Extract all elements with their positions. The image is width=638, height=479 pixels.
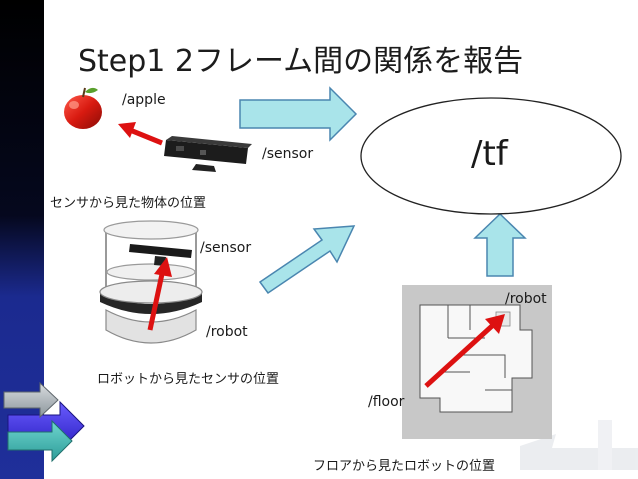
turtlebot-robot-icon (99, 220, 203, 344)
label-sensor-kinect: /sensor (262, 146, 314, 162)
label-floor: /floor (368, 394, 405, 410)
arrow-to-tf-middle (258, 225, 356, 295)
label-sensor-robot: /sensor (200, 240, 252, 256)
label-sensor-from-object: センサから見た物体の位置 (50, 196, 207, 211)
label-robot-base: /robot (206, 324, 248, 340)
faint-arrow-icon (520, 420, 638, 470)
red-arrow-robot-to-sensor (147, 257, 172, 331)
floor-map-image (402, 285, 552, 439)
label-apple: /apple (122, 92, 166, 108)
red-arrow-floor-to-robot (424, 314, 505, 388)
kinect-sensor-icon (164, 136, 252, 172)
apple-icon (64, 87, 102, 129)
slide-title: Step1 2フレーム間の関係を報告 (78, 44, 524, 79)
decorative-arrows-icon (3, 381, 85, 463)
label-robot-map: /robot (505, 291, 547, 307)
tf-ellipse (360, 97, 622, 215)
arrow-to-tf-bottom (473, 212, 527, 277)
red-arrow-sensor-to-apple (118, 122, 163, 146)
label-floor-to-robot: フロアから見たロボットの位置 (313, 459, 496, 474)
label-robot-to-sensor: ロボットから見たセンサの位置 (97, 372, 280, 387)
label-tf: /tf (471, 134, 508, 174)
arrow-to-tf-top (239, 86, 358, 142)
